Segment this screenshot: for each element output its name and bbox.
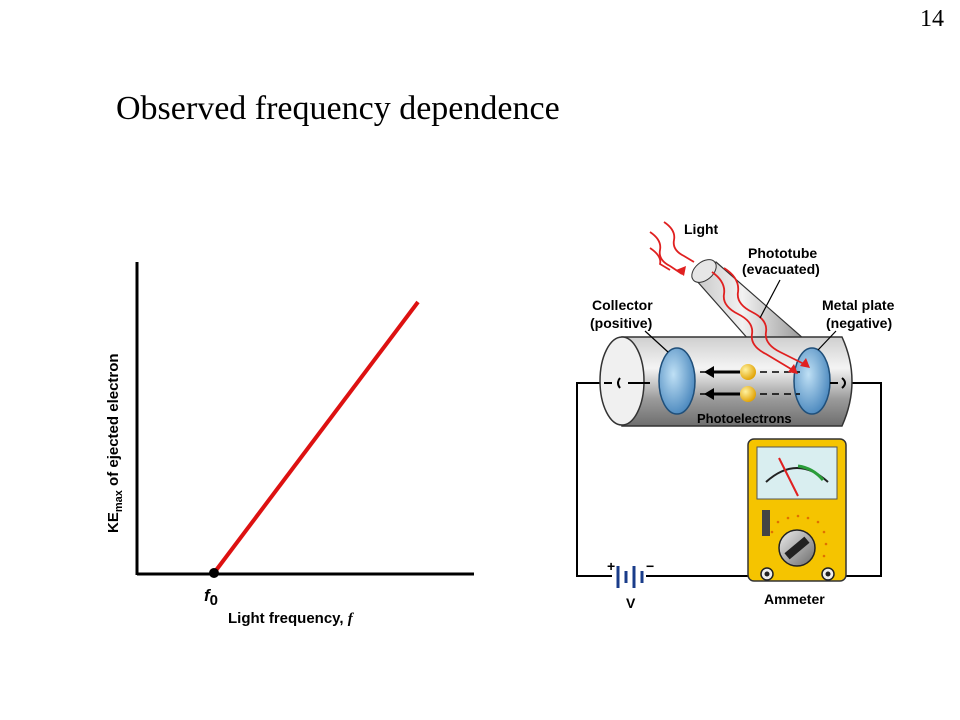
battery-minus-label: −	[646, 558, 654, 574]
plate-lead	[830, 377, 846, 389]
ammeter-icon	[747, 438, 847, 582]
phototube-sublabel: (evacuated)	[742, 261, 820, 277]
ammeter-label: Ammeter	[764, 591, 825, 607]
callout-line	[644, 330, 669, 353]
x-axis-label: Light frequency, f	[228, 610, 355, 627]
metal-plate	[793, 347, 831, 415]
light-rays	[649, 221, 809, 373]
callout-line	[817, 330, 837, 351]
photoelectron	[740, 386, 756, 402]
slide-title: Observed frequency dependence	[116, 90, 560, 127]
light-arrowhead	[800, 358, 810, 368]
photoelectrons-label: Photoelectrons	[697, 411, 792, 426]
light-arrowhead	[676, 266, 686, 276]
ke-line	[212, 300, 420, 575]
light-arrowhead	[788, 364, 798, 374]
metal-plate-label: Metal plate	[822, 297, 895, 313]
slide-number: 14	[920, 6, 944, 32]
ke-frequency-graph: f0 Light frequency, f KEmax of ejected e…	[105, 262, 474, 627]
threshold-label: f0	[204, 586, 218, 609]
metal-plate-sublabel: (negative)	[826, 315, 892, 331]
photoelectron	[740, 364, 756, 380]
threshold-point	[209, 568, 219, 578]
collector-plate	[658, 347, 696, 415]
y-axis-label: KEmax of ejected electron	[105, 353, 125, 533]
battery-icon	[616, 566, 644, 588]
electron-arrowhead	[704, 388, 714, 400]
phototube-arm-end	[691, 259, 717, 283]
electron-arrowhead	[704, 366, 714, 378]
collector-sublabel: (positive)	[590, 315, 652, 331]
photoelectric-apparatus: Light Phototube (evacuated) Collector (p…	[576, 221, 895, 611]
battery-plus-label: +	[607, 558, 615, 574]
light-label: Light	[684, 221, 719, 237]
callout-line	[759, 279, 781, 319]
collector-label: Collector	[592, 297, 653, 313]
phototube-label: Phototube	[748, 245, 817, 261]
circuit-wire	[576, 382, 882, 577]
collector-lead	[604, 377, 650, 389]
voltage-label: V	[626, 595, 636, 611]
phototube-left-end	[599, 336, 645, 426]
